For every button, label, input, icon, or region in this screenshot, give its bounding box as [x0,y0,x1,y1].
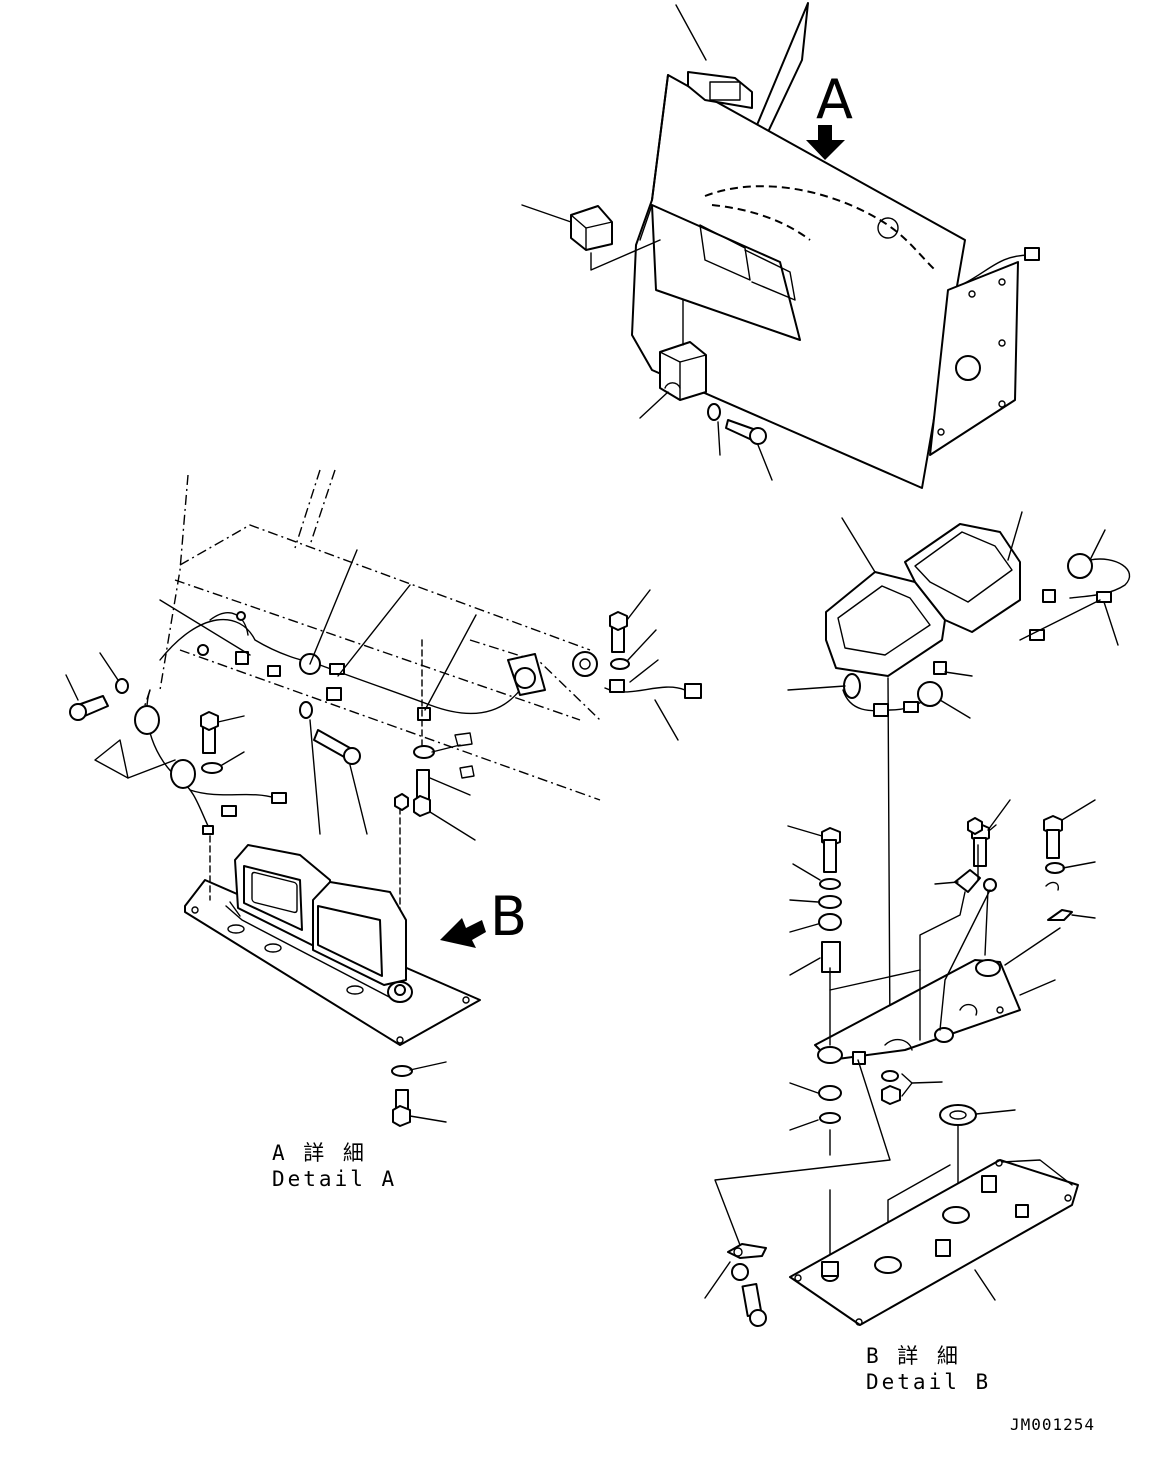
detail-b-assembly [704,511,1131,1327]
detail-a-assembly: B [65,469,702,1127]
detail-a-caption-en: Detail A [272,1167,397,1191]
view-b-label: B [490,885,527,948]
view-a-arrow [806,125,845,160]
view-b-arrow [440,918,486,948]
console-panel-assembly: A [521,2,1040,489]
detail-a-caption-jp: A 詳 細 [272,1141,367,1165]
view-a-label: A [816,68,853,131]
detail-b-caption-en: Detail B [866,1370,991,1394]
drawing-code: JM001254 [1010,1415,1095,1434]
detail-b-caption-jp: B 詳 細 [866,1344,961,1368]
